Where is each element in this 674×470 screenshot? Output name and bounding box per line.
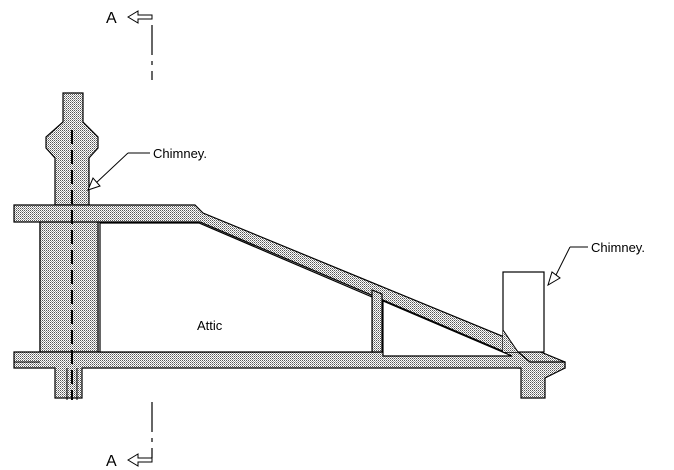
arrowhead-icon (547, 271, 561, 287)
attic-space (99, 222, 373, 353)
chimney-shaft (39, 221, 99, 353)
leader-chimney-right: Chimney. (547, 240, 645, 287)
chimney-label-right: Chimney. (591, 240, 645, 255)
section-marker-bottom: A (106, 402, 153, 470)
leader-chimney-left: Chimney. (87, 146, 207, 191)
arrowhead-icon (87, 177, 101, 191)
floor-slab (13, 351, 566, 399)
section-label-bottom: A (106, 453, 117, 470)
arrow-left-icon (127, 10, 153, 24)
chimney-label-left: Chimney. (153, 146, 207, 161)
section-label-top: A (106, 10, 117, 27)
arrow-left-icon (127, 453, 153, 467)
attic-space-right (382, 300, 513, 357)
section-marker-top: A (106, 10, 153, 80)
chimney-right-outline (502, 271, 545, 353)
room-label: Attic (197, 318, 223, 333)
roof-strut (371, 289, 383, 353)
